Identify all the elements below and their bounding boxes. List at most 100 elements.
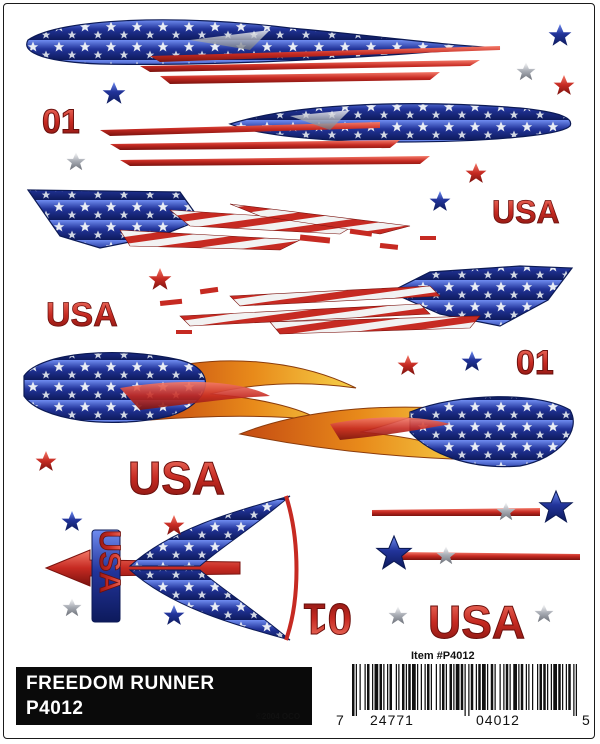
barcode-bar	[537, 664, 539, 710]
star-icon	[66, 152, 86, 171]
barcode-bar	[379, 664, 382, 710]
barcode-bar	[573, 664, 575, 716]
barcode-bar	[505, 664, 509, 710]
barcode-bar	[470, 664, 474, 710]
star-icon	[163, 515, 185, 535]
star-icon	[148, 268, 172, 290]
barcode-bar	[420, 664, 422, 710]
barcode-bar	[478, 664, 481, 710]
star-icon	[102, 82, 126, 104]
star-icon	[548, 24, 572, 46]
barcode-digit-left: 7	[336, 712, 345, 728]
barcode-bar	[464, 664, 466, 716]
barcode-bar	[562, 664, 564, 710]
barcode-bar	[543, 664, 546, 710]
star-icon	[465, 163, 487, 183]
barcode-bar	[475, 664, 477, 710]
number-01-text-right: 01	[516, 344, 554, 382]
barcode-bar	[445, 664, 447, 710]
barcode-bar	[367, 664, 370, 710]
barcode-bar	[435, 664, 437, 710]
usa-decal-center: USA	[128, 452, 226, 505]
star-icon	[461, 351, 483, 371]
barcode-bar	[359, 664, 361, 710]
flag-streak-decal-top-left	[26, 19, 501, 84]
star-icon	[62, 598, 82, 617]
barcode-bar	[550, 664, 552, 710]
star-icon	[388, 606, 408, 625]
barcode-bar	[460, 664, 464, 710]
star-icon	[553, 75, 575, 95]
barcode-bar	[405, 664, 407, 710]
barcode-bar	[387, 664, 389, 710]
barcode-bar	[468, 664, 470, 716]
flame-decal-right	[238, 396, 574, 468]
barcode-bar	[389, 664, 392, 710]
barcode-bar	[352, 664, 355, 716]
barcode-bar	[520, 664, 524, 710]
star-icon	[516, 62, 536, 81]
usa-text-arrow: USA	[93, 530, 126, 593]
star-icon	[397, 355, 419, 375]
usa-decal-middle-left: USA	[46, 296, 119, 335]
barcode-bar	[509, 664, 511, 710]
torn-flag-decal-left	[26, 189, 436, 251]
usa-text-middle-left: USA	[46, 296, 118, 334]
barcode	[352, 664, 577, 716]
barcode-bar	[528, 664, 530, 710]
flag-streak-decal-middle	[100, 103, 572, 166]
barcode-bar	[449, 664, 452, 710]
barcode-bar	[547, 664, 549, 710]
barcode-bar	[402, 664, 405, 710]
barcode-bar	[482, 664, 486, 710]
star-streak-decals	[372, 490, 580, 570]
barcode-bar	[439, 664, 441, 710]
copyright-text: ©2004 OCO	[256, 712, 301, 721]
barcode-bar	[539, 664, 542, 710]
barcode-bar	[553, 664, 557, 710]
number-decal-01-top: 01	[42, 103, 81, 142]
barcode-bar	[372, 664, 374, 710]
star-icon	[35, 451, 57, 471]
barcode-bar	[568, 664, 571, 710]
product-label: FREEDOM RUNNER P4012	[16, 667, 312, 725]
barcode-bar	[383, 664, 385, 710]
barcode-bar	[374, 664, 379, 710]
barcode-bar	[395, 664, 397, 710]
number-01-text: 01	[42, 103, 80, 141]
number-01-text-rotated: 01	[303, 594, 352, 643]
barcode-bar	[487, 664, 489, 710]
usa-text-upper-right: USA	[492, 194, 560, 230]
barcode-bar	[532, 664, 534, 710]
barcode-bar	[503, 664, 505, 710]
barcode-bar	[355, 664, 357, 716]
number-decal-01-right: 01	[516, 344, 555, 383]
arrow-decal: USA	[44, 495, 299, 641]
barcode-bar	[408, 664, 411, 710]
star-icon	[61, 511, 83, 531]
sheet-border	[3, 3, 595, 739]
flame-decal-left	[23, 351, 357, 423]
usa-text-center: USA	[128, 452, 225, 504]
barcode-bar	[424, 664, 426, 710]
barcode-bar	[575, 664, 577, 716]
barcode-bar	[499, 664, 501, 710]
barcode-bar	[525, 664, 527, 710]
product-code: P4012	[26, 698, 84, 719]
barcode-bar	[412, 664, 416, 710]
barcode-bar	[398, 664, 400, 710]
torn-flag-decal-right	[159, 265, 574, 335]
barcode-digits-group-1: 24771	[370, 712, 414, 728]
number-decal-01-rotated: 01	[303, 594, 353, 644]
barcode-bar	[490, 664, 494, 710]
barcode-digits-group-2: 04012	[476, 712, 520, 728]
barcode-bar	[455, 664, 460, 710]
star-icon	[534, 604, 554, 623]
barcode-bar	[518, 664, 520, 710]
barcode-bar	[430, 664, 432, 710]
barcode-digit-right: 5	[582, 712, 591, 728]
item-number: Item #P4012	[411, 650, 475, 662]
barcode-bar	[442, 664, 445, 710]
barcode-bar	[364, 664, 366, 710]
